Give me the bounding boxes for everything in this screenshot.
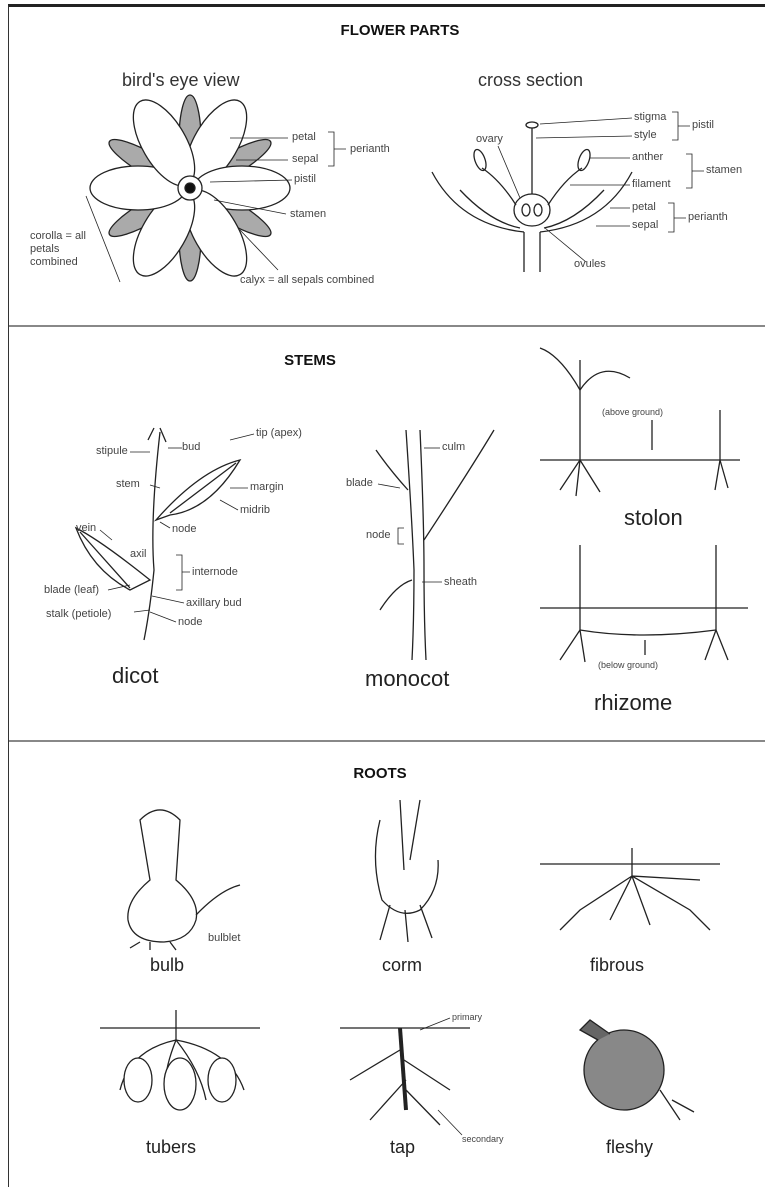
rhizome-name: rhizome [594,690,672,716]
fibrous-name: fibrous [590,955,644,976]
bulblet-label: bulblet [208,932,240,945]
monocot-drawing [376,430,494,660]
secondary-label: secondary [462,1134,504,1144]
ovules-label: ovules [574,258,606,271]
calyx-label: calyx = all sepals combined [240,274,374,287]
corm-drawing [375,800,438,942]
fibrous-drawing [540,848,720,930]
stipule-label: stipule [96,445,128,458]
dicot-name: dicot [112,663,158,689]
filament-label: filament [632,178,671,191]
fleshy-name: fleshy [606,1137,653,1158]
bulb-drawing [128,810,240,950]
petal-label: petal [292,131,316,144]
ovary-label: ovary [476,133,503,146]
tap-name: tap [390,1137,415,1158]
corolla-label: corolla = all petals combined [30,230,102,269]
node2-label: node [178,616,202,629]
tip-label: tip (apex) [256,427,302,440]
pistil-label: pistil [294,173,316,186]
primary-label: primary [452,1012,482,1022]
stamen-cs-label: stamen [706,164,742,177]
sepal-cs-label: sepal [632,219,658,232]
fleshy-drawing [580,1020,694,1120]
stamen-label: stamen [290,208,326,221]
bulb-name: bulb [150,955,184,976]
stem-label: stem [116,478,140,491]
stolon-drawing [540,348,740,496]
margin-label: margin [250,481,284,494]
monocot-name: monocot [365,666,449,692]
sepal-label: sepal [292,153,318,166]
axil-label: axil [130,548,147,561]
petal-cs-label: petal [632,201,656,214]
pistil-cs-label: pistil [692,119,714,132]
anther-label: anther [632,151,663,164]
culm-label: culm [442,441,465,454]
tubers-drawing [100,1010,260,1110]
blade-leaf-label: blade (leaf) [44,584,99,597]
corm-name: corm [382,955,422,976]
tubers-name: tubers [146,1137,196,1158]
sheath-label: sheath [444,576,477,589]
internode-label: internode [192,566,238,579]
tap-drawing [340,1018,470,1135]
monocot-blade-label: blade [346,477,373,490]
stigma-label: stigma [634,111,666,124]
style-label: style [634,129,657,142]
rhizome-drawing [540,545,748,662]
stolon-name: stolon [624,505,683,531]
perianth-cs-label: perianth [688,211,728,224]
stalk-label: stalk (petiole) [46,608,111,621]
vein-label: vein [76,522,96,535]
monocot-node-label: node [366,529,390,542]
bud-label: bud [182,441,200,454]
midrib-label: midrib [240,504,270,517]
cross-section-drawing [432,112,704,272]
birds-eye-flower-drawing [90,90,290,285]
roots-title: ROOTS [330,765,430,782]
rhizome-note: (below ground) [598,660,658,670]
stems-title: STEMS [260,352,360,369]
perianth-label: perianth [350,143,390,156]
axillary-bud-label: axillary bud [186,597,242,610]
node-label: node [172,523,196,536]
stolon-note: (above ground) [602,407,663,417]
